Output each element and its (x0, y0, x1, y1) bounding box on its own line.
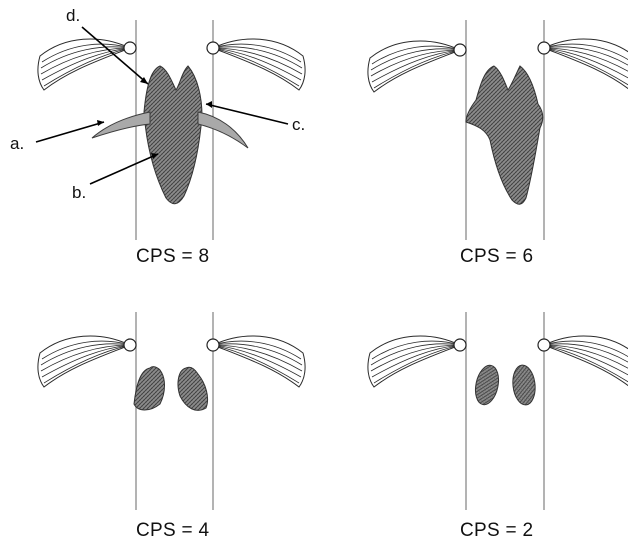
left-node (124, 339, 136, 351)
label-b: b. (72, 183, 86, 203)
right-node (207, 42, 219, 54)
label-c: c. (292, 115, 305, 135)
left-petal-fan (368, 41, 460, 92)
tissue-body (466, 66, 543, 204)
arrow-a (36, 122, 104, 142)
right-bract (198, 112, 248, 148)
right-node (538, 42, 550, 54)
panel-cps-4 (38, 312, 305, 510)
right-petal-fan (213, 336, 305, 387)
right-tissue-lobe (511, 364, 537, 406)
caption-panel-2: CPS = 6 (460, 246, 533, 268)
right-petal-fan (544, 39, 628, 90)
tissue-body (144, 66, 202, 204)
left-node (454, 44, 466, 56)
right-petal-fan (544, 336, 628, 387)
right-tissue-lobe (178, 367, 208, 410)
left-petal-fan (368, 336, 460, 387)
right-node (538, 339, 550, 351)
left-petal-fan (38, 336, 130, 387)
arrow-b (90, 154, 158, 184)
right-petal-fan (213, 39, 305, 90)
panel-cps-6 (368, 20, 628, 240)
left-bract (92, 112, 150, 138)
left-tissue-lobe (134, 367, 165, 410)
caption-panel-3: CPS = 4 (136, 520, 209, 542)
caption-panel-1: CPS = 8 (136, 246, 209, 268)
left-petal-fan (38, 39, 130, 90)
left-node (454, 339, 466, 351)
label-a: a. (10, 134, 24, 154)
left-node (124, 42, 136, 54)
left-tissue-lobe (472, 363, 502, 407)
caption-panel-4: CPS = 2 (460, 520, 533, 542)
panel-cps-2 (368, 312, 628, 510)
panel-cps-8 (36, 20, 305, 240)
right-node (207, 339, 219, 351)
label-d: d. (66, 6, 80, 26)
